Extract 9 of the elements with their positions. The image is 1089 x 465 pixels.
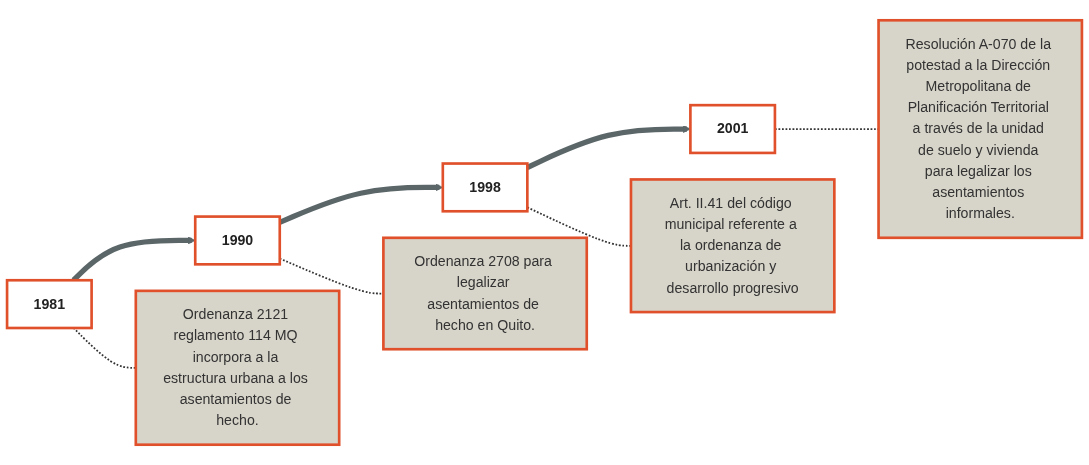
node-box: 1981: [5, 278, 93, 330]
node-box: Resolución A-070 de la potestad a la Dirección Metropolitana de Planificación Territorial a través de la unidad de suelo y vivienda para legalizar los asentamientos informales.: [877, 18, 1084, 240]
node-box: Art. II.41 del código municipal referente a la ordenanza de urbanización y desarrollo progresivo: [629, 178, 836, 314]
node-box: 2001: [689, 103, 777, 155]
arrow: [526, 125, 691, 170]
node-box: Ordenanza 2708 para legalizar asentamientos de hecho en Quito.: [382, 236, 589, 351]
node-box: 1990: [193, 215, 282, 266]
node-box: Ordenanza 2121 reglamento 114 MQ incorpora a la estructura urbana a los asentamientos de hecho.: [134, 289, 341, 447]
node-box: 1998: [441, 162, 529, 213]
